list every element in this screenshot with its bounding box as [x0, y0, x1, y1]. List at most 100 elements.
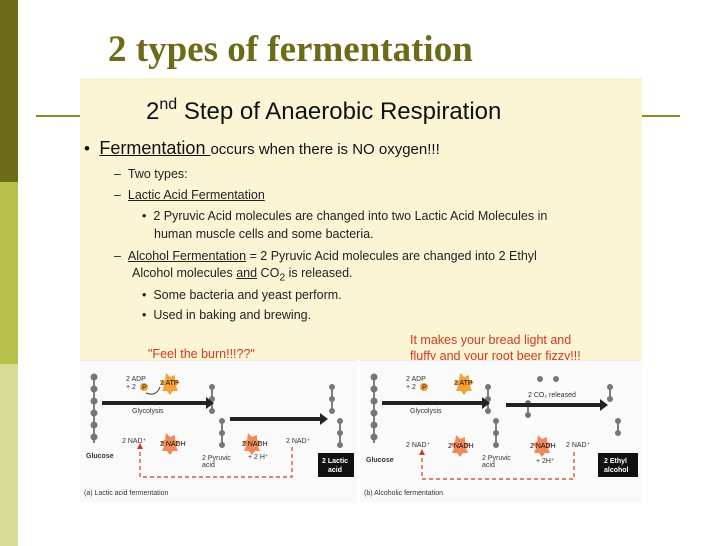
glycolysis-label: Glycolysis: [132, 408, 164, 415]
slide-title: 2 types of fermentation: [108, 29, 473, 70]
dash: –: [114, 167, 121, 181]
adp-plus-label: + 2: [126, 384, 136, 391]
nad-recycle-loop: [421, 451, 575, 480]
nad-recycle-loop: [139, 445, 293, 478]
alcohol-text-1: = 2 Pyruvic Acid molecules are changed i…: [246, 249, 537, 263]
nadh-star-icon-1: [160, 433, 180, 455]
ethyl-alcohol-box: [598, 453, 638, 477]
two-types-line: – Two types:: [114, 167, 188, 181]
glycolysis-label: Glycolysis: [410, 408, 442, 415]
lactic-heading-line: – Lactic Acid Fermentation: [114, 188, 265, 202]
alcohol-heading: Alcohol Fermentation: [127, 249, 247, 263]
h-plus-label: + 2H⁺: [536, 458, 555, 465]
ethyl-box-line1: 2 Ethyl: [604, 458, 627, 465]
nad-right-label: 2 NAD⁺: [566, 442, 591, 449]
lactic-text-1: 2 Pyruvic Acid molecules are changed int…: [153, 209, 548, 223]
alcoholic-caption: (b) Alcoholic fermentation: [364, 490, 443, 497]
bread-note-line2: fluffy and your root beer fizzy!!!: [410, 349, 581, 363]
heading-number: 2: [146, 98, 160, 125]
lactic-bullet-line2: human muscle cells and some bacteria.: [154, 227, 374, 241]
nadh-label-2: 2 NADH: [242, 441, 268, 448]
glycolysis-arrow-icon: [206, 397, 214, 409]
lactate-chain-icon: [329, 384, 343, 448]
released-text: is released.: [285, 266, 353, 280]
co2-subscript: 2: [279, 272, 286, 284]
pyruvic-label: 2 Pyruvic: [202, 455, 231, 462]
nadh-label-1: 2 NADH: [160, 441, 186, 448]
feel-the-burn-note: "Feel the burn!!!??": [148, 347, 255, 361]
alcoholic-fermentation-diagram: 2 ADP + 2 P 2 ATP Glycolysis 2 CO₂ relea…: [360, 360, 642, 503]
nad-right-label: 2 NAD⁺: [286, 438, 311, 445]
bullet-dot: •: [84, 139, 90, 158]
fermentation-bullet: • Fermentation occurs when there is NO o…: [84, 138, 440, 159]
co2-molecule-icon: [537, 376, 559, 382]
fermentation-term: Fermentation: [99, 138, 211, 158]
lactic-heading: Lactic Acid Fermentation: [127, 188, 265, 202]
alcohol-text-2: Alcohol molecules: [132, 266, 237, 280]
acid-label: acid: [482, 462, 495, 469]
lactic-fermentation-diagram: 2 ADP + 2 P 2 ATP Glycolysis 2 NAD⁺ 2 NA…: [80, 360, 357, 503]
co2-text: CO: [257, 266, 280, 280]
adp-plus-label: + 2: [406, 384, 416, 391]
bacteria-text: Some bacteria and yeast perform.: [153, 288, 342, 302]
sidebar-light-segment: [0, 364, 18, 546]
atp-star-icon: [454, 373, 474, 395]
pyruvic-label: 2 Pyruvic: [482, 455, 511, 462]
text-panel: 2nd Step of Anaerobic Respiration • Ferm…: [80, 78, 642, 363]
nadh-star-icon-2: [242, 433, 262, 455]
lactic-acid-box: [318, 453, 354, 477]
pyruvate-chain-icon: [209, 384, 225, 448]
sub-bullet: •: [142, 209, 147, 223]
phosphate-label: P: [142, 385, 147, 392]
ethanol-chain-icon: [607, 384, 621, 436]
alcohol-and: and: [236, 266, 258, 280]
baking-bullet: • Used in baking and brewing.: [142, 308, 311, 322]
nadh-star-icon-2: [532, 435, 552, 457]
lactic-box-line2: acid: [328, 467, 342, 474]
nadh-label-2: 2 NADH: [530, 443, 556, 450]
acetaldehyde-chain-icon: [525, 400, 531, 418]
glucose-chain-icon: [370, 373, 378, 443]
bread-note-line1: It makes your bread light and: [410, 333, 572, 347]
atp-star-icon: [160, 373, 180, 395]
alcohol-line1: – Alcohol Fermentation = 2 Pyruvic Acid …: [114, 249, 537, 263]
sub-bullet: •: [142, 308, 147, 322]
bacteria-bullet: • Some bacteria and yeast perform.: [142, 288, 342, 302]
heading-superscript: nd: [159, 96, 178, 113]
adp-label: 2 ADP: [126, 376, 146, 383]
title-rule-left: [36, 115, 80, 117]
nad-left-label: 2 NAD⁺: [406, 442, 431, 449]
lactic-bullet-line1: • 2 Pyruvic Acid molecules are changed i…: [142, 209, 547, 223]
pyruvate-chain-icon: [485, 384, 499, 448]
nadh-label-1: 2 NADH: [448, 443, 474, 450]
h-plus-label: + 2 H⁺: [248, 454, 269, 461]
reduction-arrow-icon: [320, 413, 328, 425]
two-types-text: Two types:: [127, 167, 188, 181]
baking-text: Used in baking and brewing.: [153, 308, 312, 322]
glycolysis-arrow-icon: [482, 397, 490, 409]
decarboxylation-arrow-icon: [600, 399, 608, 411]
alcohol-line2: Alcohol molecules and CO2 is released.: [132, 266, 353, 284]
atp-label: 2 ATP: [160, 380, 179, 387]
sub-bullet: •: [142, 288, 147, 302]
nadh-star-icon-1: [450, 435, 470, 457]
title-rule-right: [640, 115, 680, 117]
co2-released-label: 2 CO₂ released: [528, 392, 576, 399]
glucose-label: Glucose: [366, 457, 394, 464]
panel-heading: 2nd Step of Anaerobic Respiration: [146, 96, 502, 126]
adp-label: 2 ADP: [406, 376, 426, 383]
atp-label: 2 ATP: [454, 380, 473, 387]
dash: –: [114, 249, 121, 263]
lactic-box-line1: 2 Lactic: [322, 458, 348, 465]
fermentation-definition: occurs when there is NO oxygen!!!: [210, 141, 440, 158]
glucose-label: Glucose: [86, 453, 114, 460]
acid-label: acid: [202, 462, 215, 469]
heading-text: Step of Anaerobic Respiration: [177, 98, 502, 125]
sidebar-dark-segment: [0, 0, 18, 182]
sidebar-mid-segment: [0, 182, 18, 364]
ethyl-box-line2: alcohol: [604, 467, 629, 474]
dash: –: [114, 188, 121, 202]
nad-left-label: 2 NAD⁺: [122, 438, 147, 445]
phosphate-label: P: [422, 385, 427, 392]
lactic-caption: (a) Lactic acid fermentation: [84, 490, 169, 497]
